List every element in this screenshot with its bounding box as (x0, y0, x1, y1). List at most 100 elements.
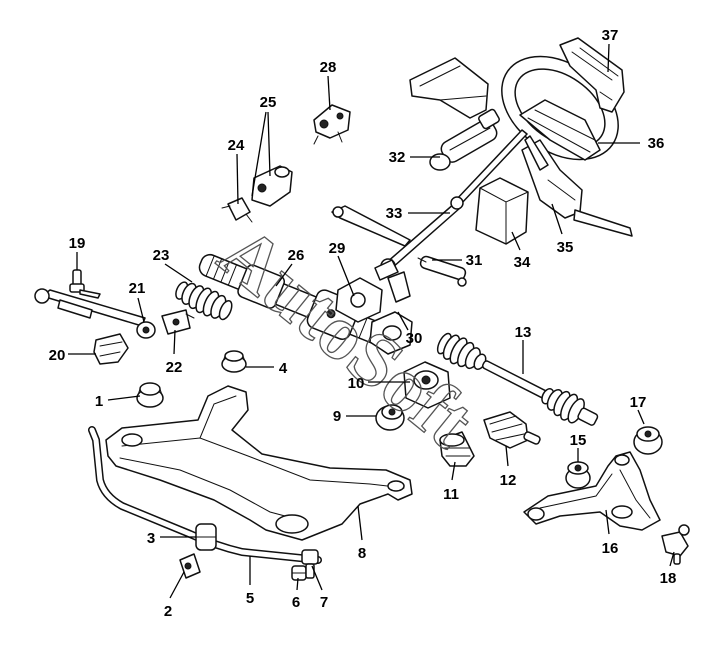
callout-34: 34 (511, 231, 531, 271)
callout-label: 20 (49, 347, 66, 364)
leader-line (551, 203, 563, 235)
leader-line (637, 409, 645, 425)
callout-label: 35 (557, 239, 574, 256)
bolt-19-part (69, 269, 101, 299)
callout-8: 8 (357, 505, 366, 562)
callout-32: 32 (389, 149, 440, 166)
leader-line (169, 571, 185, 599)
leader-line (337, 255, 355, 297)
callout-6: 6 (292, 577, 300, 611)
callout-2: 2 (164, 571, 185, 620)
callout-21: 21 (129, 280, 146, 323)
subframe-part (105, 385, 413, 541)
callout-label: 16 (602, 540, 619, 557)
callout-label: 10 (348, 375, 365, 392)
callout-15: 15 (570, 432, 587, 462)
callout-26: 26 (275, 247, 304, 287)
joint-boot-12-part (483, 411, 541, 449)
leader-line (296, 577, 299, 591)
rack-boot-part (175, 281, 233, 321)
callout-label: 30 (406, 330, 423, 347)
bushing-6-part (291, 565, 307, 581)
callout-1: 1 (95, 393, 141, 410)
boot-20-part (93, 333, 129, 365)
callout-label: 3 (147, 530, 155, 547)
callout-30: 30 (397, 311, 423, 347)
callout-33: 33 (386, 205, 450, 222)
control-arm-part (523, 451, 661, 531)
boot-11-part (439, 431, 475, 467)
callout-label: 23 (153, 247, 170, 264)
callout-19: 19 (69, 235, 85, 270)
callout-label: 21 (129, 280, 146, 297)
callout-9: 9 (333, 408, 376, 425)
leader-line (267, 111, 271, 177)
rack-mount-part (335, 271, 413, 355)
callout-label: 4 (279, 360, 288, 377)
callout-10: 10 (348, 375, 410, 392)
bushing-9-part (375, 404, 405, 431)
leader-line (164, 263, 193, 283)
callout-label: 5 (246, 590, 254, 607)
callout-7: 7 (311, 565, 328, 611)
column-cover-part (409, 57, 489, 119)
bushing-15-part (565, 461, 591, 489)
callout-12: 12 (500, 445, 516, 489)
switch-part (313, 104, 351, 145)
callout-11: 11 (443, 461, 459, 503)
callout-label: 6 (292, 594, 300, 611)
column-link-rod-part (331, 205, 411, 247)
drive-shaft-part (436, 332, 599, 426)
leader-line (607, 43, 610, 73)
callout-label: 24 (228, 137, 245, 154)
callout-label: 36 (648, 135, 665, 152)
callout-label: 1 (95, 393, 103, 410)
stabilizer-bushing-3-part (195, 523, 217, 551)
callout-label: 29 (329, 240, 346, 257)
callout-29: 29 (329, 240, 355, 297)
leader-line (327, 75, 331, 111)
bracket-22-part (161, 309, 195, 335)
callout-label: 15 (570, 432, 587, 449)
callout-5: 5 (246, 556, 254, 607)
callout-label: 22 (166, 359, 183, 376)
airbag-control-unit-part (475, 177, 529, 245)
leader-line (357, 505, 363, 541)
callout-22: 22 (166, 329, 183, 376)
callout-label: 17 (630, 394, 647, 411)
callout-13: 13 (515, 324, 532, 374)
callout-label: 28 (320, 59, 337, 76)
bushing-10-part (403, 361, 451, 409)
steering-valve-part (221, 165, 293, 223)
callout-17: 17 (630, 394, 647, 425)
callout-label: 7 (320, 594, 328, 611)
callout-label: 13 (515, 324, 532, 341)
ball-joint-18-part (661, 524, 690, 565)
leader-line (173, 329, 176, 355)
combination-switch-part (521, 135, 633, 237)
callout-label: 11 (443, 486, 459, 503)
callout-label: 34 (514, 254, 531, 271)
leader-line (605, 509, 610, 535)
ignition-lock-part (429, 108, 500, 171)
leader-line (669, 551, 675, 567)
airbag-module-part (559, 37, 625, 113)
callout-31: 31 (432, 252, 482, 269)
tie-rod-part (34, 288, 156, 339)
callout-label: 32 (389, 149, 406, 166)
callout-label: 9 (333, 408, 341, 425)
callout-label: 18 (660, 570, 677, 587)
callout-37: 37 (602, 27, 619, 73)
callout-4: 4 (246, 360, 288, 377)
leader-line (505, 445, 509, 467)
stabilizer-link-7-part (301, 549, 319, 579)
callout-16: 16 (602, 509, 619, 557)
leader-line (451, 461, 456, 481)
steering-column-part (374, 129, 528, 281)
callout-label: 2 (164, 603, 172, 620)
callout-label: 37 (602, 27, 619, 44)
callout-35: 35 (551, 203, 574, 256)
callout-label: 31 (466, 252, 483, 269)
callout-label: 25 (260, 94, 277, 111)
